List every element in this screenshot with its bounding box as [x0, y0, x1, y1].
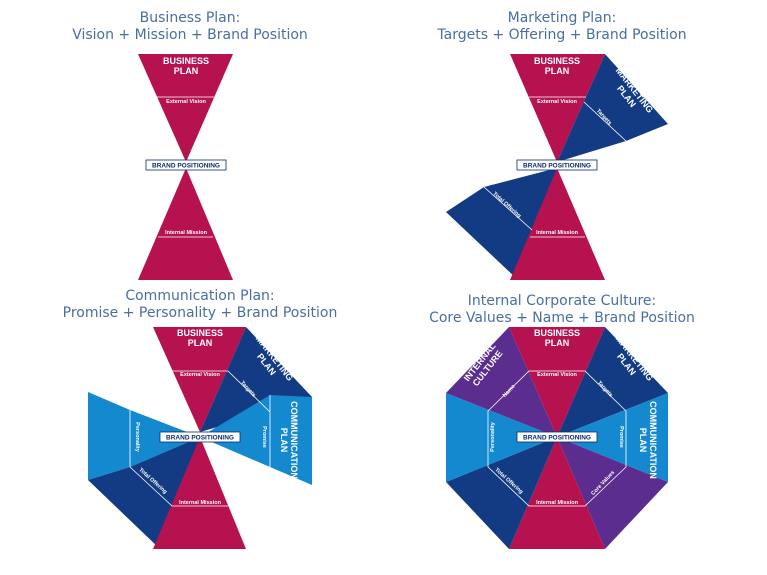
- communication-plan-label: PLAN: [279, 428, 289, 453]
- internal-mission-label: Internal Mission: [165, 230, 208, 236]
- business-plan-label: PLAN: [174, 66, 199, 76]
- internal-culture-segment: [446, 327, 557, 437]
- communication-plan-segment: [557, 393, 668, 482]
- total-offering-segment: [446, 437, 557, 549]
- personality-label: Personality: [490, 421, 496, 452]
- core-values-segment: [557, 437, 668, 549]
- panel-title-line1: Internal Corporate Culture:: [467, 293, 657, 309]
- personality-segment: [446, 393, 557, 482]
- inner-octagon-outline: [487, 370, 627, 507]
- total-offering-segment: [446, 168, 557, 280]
- marketing-plan-segment: [557, 327, 668, 437]
- panel-business: BUSINESS PLAN External Vision Internal M…: [138, 54, 233, 280]
- external-vision-label: External Vision: [180, 372, 220, 378]
- personality-label: Personality: [134, 422, 140, 453]
- business-plan-top: [153, 327, 246, 432]
- internal-mission-bottom: [153, 437, 246, 549]
- external-vision-label: External Vision: [166, 99, 206, 105]
- divider-line: [483, 186, 533, 231]
- business-plan-top: [138, 54, 233, 162]
- external-vision-label: External Vision: [537, 372, 577, 378]
- brand-positioning-box: [145, 159, 227, 171]
- business-plan-label: PLAN: [545, 338, 570, 348]
- internal-mission-segment: [509, 437, 605, 549]
- internal-mission-bottom: [510, 168, 605, 280]
- total-offering-segment: [88, 437, 200, 549]
- business-plan-segment: [509, 327, 605, 437]
- business-plan-label: PLAN: [188, 338, 213, 348]
- panel-title-line2: Targets + Offering + Brand Position: [437, 27, 687, 43]
- divider-line: [583, 101, 627, 142]
- panel-title-culture: Internal Corporate Culture: Core Values …: [412, 293, 712, 327]
- internal-mission-bottom: [138, 168, 233, 280]
- personality-segment: [88, 392, 200, 480]
- business-plan-label: BUSINESS: [177, 328, 223, 338]
- communication-plan-label: COMMUNICATION: [648, 401, 658, 479]
- business-plan-label: BUSINESS: [534, 56, 580, 66]
- business-plan-top: [510, 54, 605, 162]
- brand-positioning-label: BRAND POSITIONING: [152, 163, 220, 170]
- communication-plan-label: COMMUNICATION: [289, 401, 299, 479]
- communication-plan-label: PLAN: [638, 428, 648, 453]
- panel-marketing: BUSINESS PLAN External Vision MARKETING …: [446, 54, 668, 280]
- promise-label: Promise: [618, 426, 624, 448]
- brand-positioning-box: [159, 431, 241, 443]
- business-plan-label: PLAN: [545, 66, 570, 76]
- brand-positioning-box: [516, 159, 598, 171]
- panel-title-business: Business Plan: Vision + Mission + Brand …: [40, 10, 340, 44]
- panel-title-line2: Vision + Mission + Brand Position: [72, 27, 308, 43]
- business-plan-label: BUSINESS: [163, 56, 209, 66]
- promise-segment: [200, 395, 270, 467]
- brand-positioning-label: BRAND POSITIONING: [166, 435, 234, 442]
- panel-title-line1: Marketing Plan:: [507, 10, 617, 26]
- panel-title-communication: Communication Plan: Promise + Personalit…: [40, 288, 360, 322]
- divider-line: [227, 370, 271, 413]
- panel-title-line1: Business Plan:: [139, 10, 241, 26]
- brand-positioning-label: BRAND POSITIONING: [523, 163, 591, 170]
- external-vision-label: External Vision: [537, 99, 577, 105]
- business-plan-label: BUSINESS: [534, 328, 580, 338]
- marketing-plan-segment: [557, 54, 668, 162]
- panel-title-line2: Promise + Personality + Brand Position: [62, 305, 338, 321]
- internal-mission-label: Internal Mission: [536, 500, 579, 506]
- internal-mission-label: Internal Mission: [536, 230, 579, 236]
- panel-title-line1: Communication Plan:: [125, 288, 275, 304]
- brand-positioning-label: BRAND POSITIONING: [523, 435, 591, 442]
- internal-mission-label: Internal Mission: [179, 500, 222, 506]
- panel-title-line2: Core Values + Name + Brand Position: [429, 310, 695, 326]
- promise-label: Promise: [261, 426, 267, 448]
- panel-communication: BUSINESS PLAN External Vision MARKETING …: [88, 327, 312, 549]
- panel-title-marketing: Marketing Plan: Targets + Offering + Bra…: [412, 10, 712, 44]
- brand-positioning-box: [516, 431, 598, 443]
- panel-culture: BUSINESS PLAN External Vision MARKETING …: [446, 327, 668, 549]
- divider-line: [129, 466, 173, 507]
- communication-plan-segment: [270, 395, 312, 485]
